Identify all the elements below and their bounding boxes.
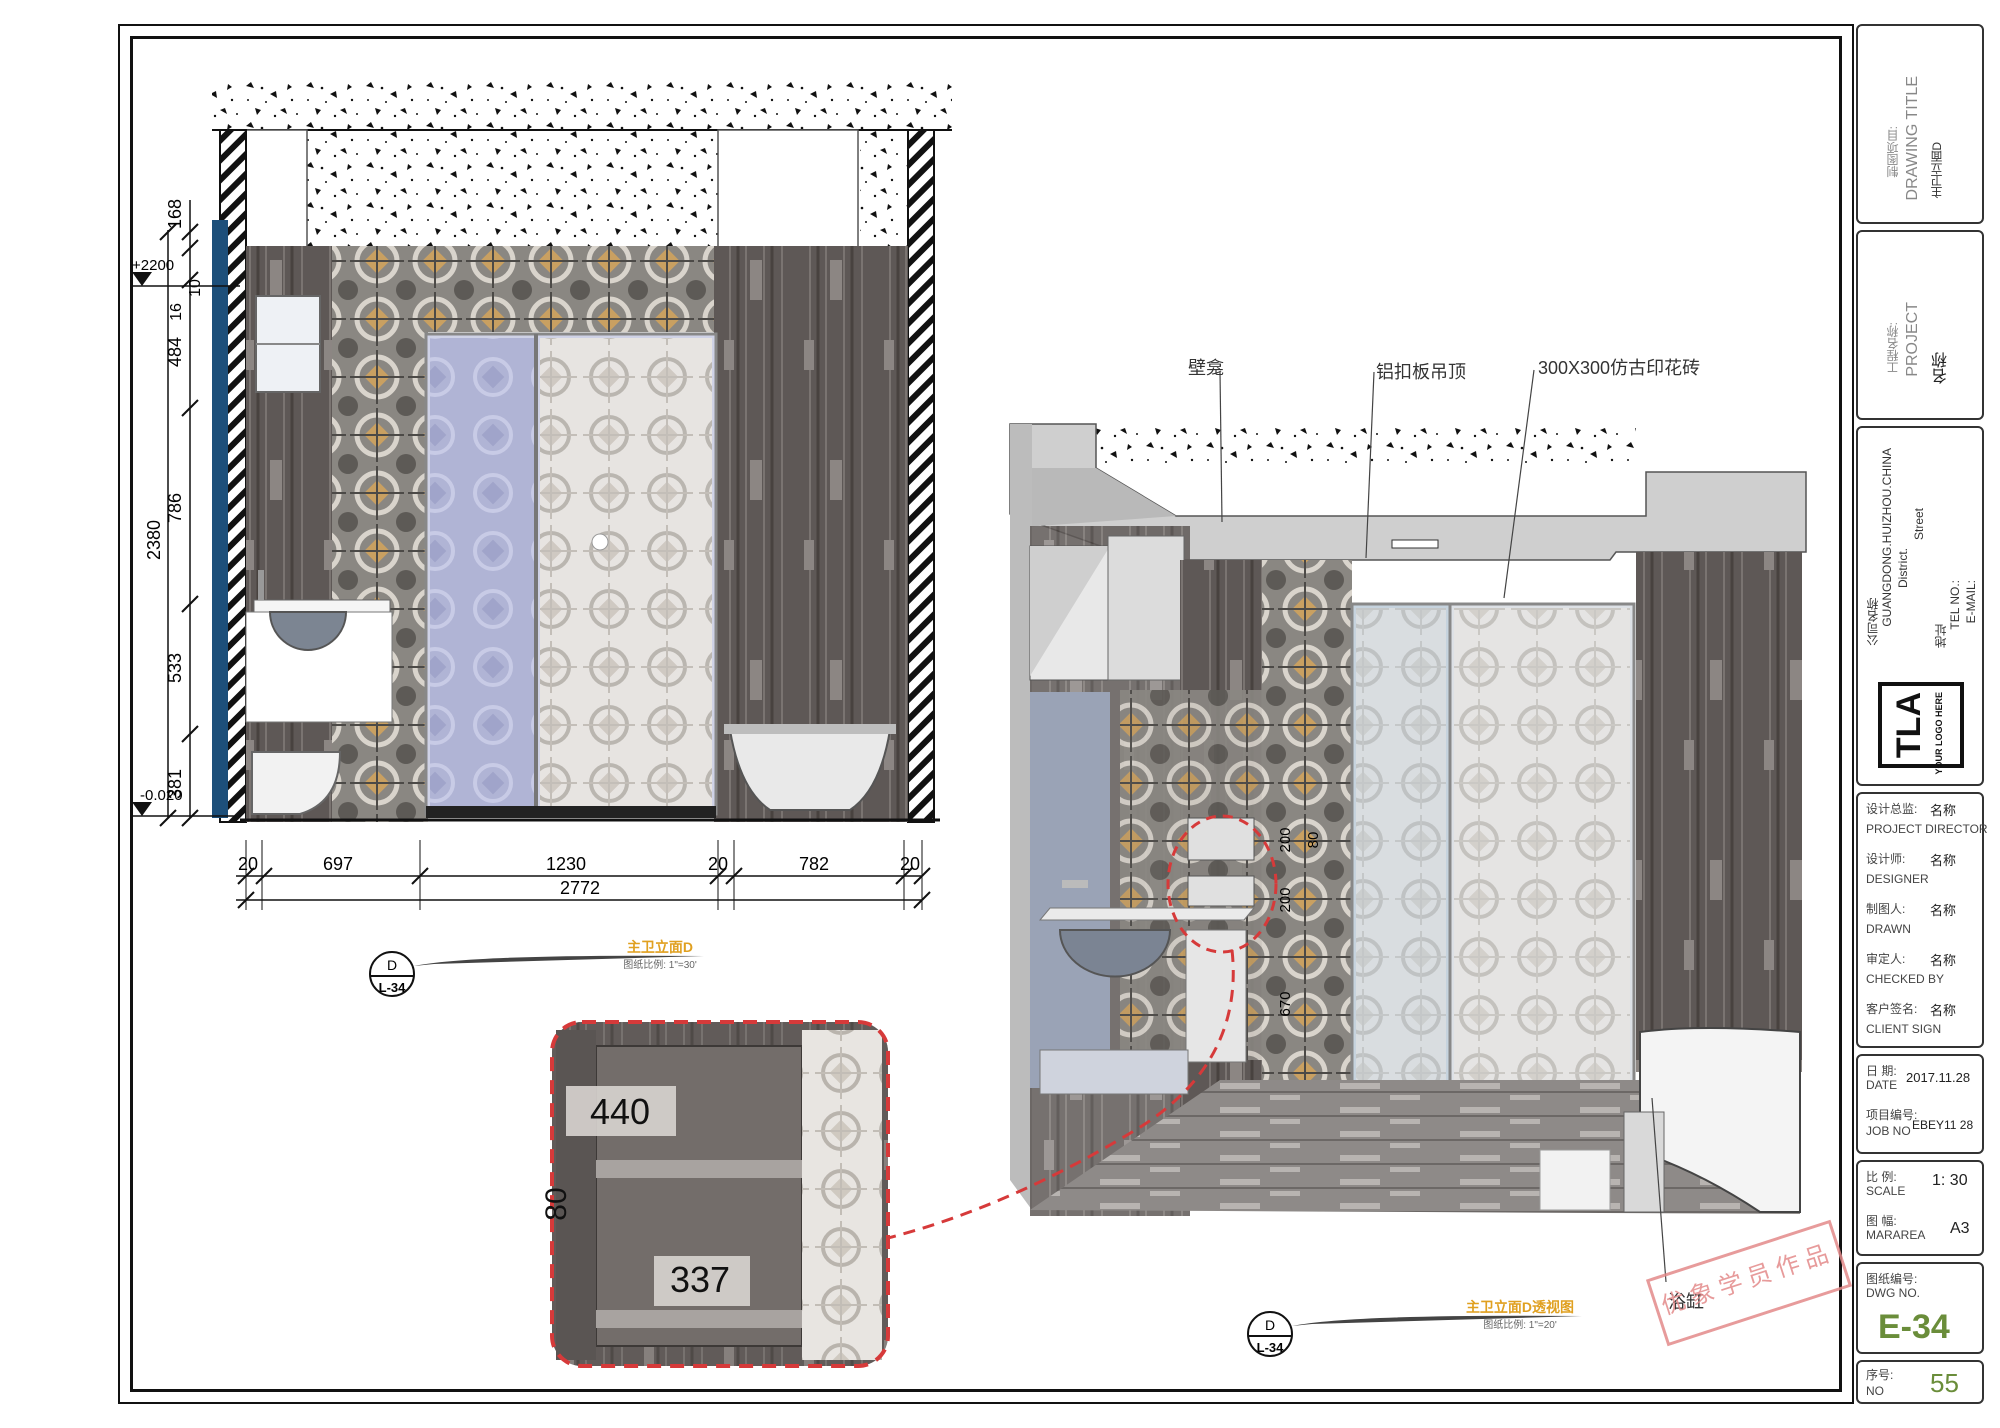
role-checked-cn: 审定人: (1866, 952, 1906, 966)
persp-dim-200a: 200 (1277, 827, 1294, 852)
dim-bottom-1230: 1230 (546, 854, 586, 874)
drawing-title-cell: 制图项目: DRAWING TITLE 主卫立面D (1856, 24, 1984, 224)
job-value: EBEY11 28 (1912, 1118, 1974, 1132)
scale-size-cell: 比 例: SCALE 1: 30 图 幅: MARAREA A3 (1856, 1160, 1984, 1256)
size-value: A3 (1950, 1220, 1970, 1237)
persp-scale: 图纸比例: 1"=20' (1483, 1318, 1557, 1331)
address: 地址 (1934, 624, 1948, 648)
company-location: GUANGDONG.HUIZHOU.CHINA (1880, 448, 1894, 627)
role-drawn-en: DRAWN (1866, 922, 1911, 936)
dim-left-16: 16 (168, 303, 185, 321)
drawing-border-inner (130, 36, 1842, 1392)
dim-left-10: 10 (187, 279, 204, 297)
drawing-canvas: 168 10 16 484 786 533 381 2380 +2200 -0.… (132, 80, 1807, 1368)
role-drawn-cn: 制图人: (1866, 902, 1906, 916)
role-designer-en: DESIGNER (1866, 872, 1929, 886)
project-value: 名称 (1933, 352, 1950, 384)
detail-dim-337: 337 (670, 1259, 730, 1300)
date-job-cell: 日 期: DATE 2017.11.28 项目编号: JOB NO EBEY11… (1856, 1054, 1984, 1154)
email: E-MAIL: (1964, 580, 1978, 624)
company-cell: 公司名称 GUANGDONG.HUIZHOU.CHINA District. S… (1856, 426, 1984, 786)
elevation-marker-sheet: L-34 (379, 980, 407, 995)
seq-value: 55 (1930, 1368, 1959, 1398)
dim-left-533: 533 (165, 653, 185, 683)
elevation-marker-letter: D (387, 957, 397, 973)
title-block: 制图项目: DRAWING TITLE 主卫立面D 工程名称: PROJECT … (1856, 24, 1988, 1404)
logo-text: TLA (1890, 692, 1928, 759)
role-director-value: 名称 (1930, 803, 1957, 818)
role-director-en: PROJECT DIRECTOR (1866, 822, 1988, 836)
job-en: JOB NO (1866, 1124, 1911, 1138)
role-client-en: CLIENT SIGN (1866, 1022, 1942, 1036)
date-en: DATE (1866, 1078, 1898, 1092)
seq-no-cell: 序号: NO 55 (1856, 1360, 1984, 1404)
drawing-title-en: DRAWING TITLE (1904, 76, 1921, 201)
role-client-cn: 客户签名: (1866, 1002, 1918, 1016)
dim-bottom-20c: 20 (900, 854, 920, 874)
persp-dim-200b: 200 (1277, 887, 1294, 912)
size-cn: 图 幅: (1866, 1214, 1897, 1228)
project-en: PROJECT (1904, 302, 1921, 377)
date-cn: 日 期: (1866, 1064, 1897, 1078)
dim-left-168: 168 (165, 199, 185, 229)
date-value: 2017.11.28 (1906, 1070, 1971, 1085)
role-drawn-value: 名称 (1930, 903, 1957, 918)
role-client-value: 名称 (1930, 1003, 1957, 1018)
scale-en: SCALE (1866, 1184, 1906, 1198)
drawing-border-outer (118, 24, 1854, 1404)
company-logo: TLA YOUR LOGO HERE (1878, 682, 1964, 775)
dim-height-2380: 2380 (144, 520, 164, 560)
label-ceiling: 铝扣板吊顶 (1376, 362, 1466, 382)
dwg-cn: 图纸编号: (1866, 1272, 1918, 1286)
dim-bottom-782: 782 (799, 854, 829, 874)
dim-left-381: 381 (165, 769, 185, 799)
persp-title: 主卫立面D透视图 (1466, 1299, 1574, 1315)
dwg-value: E-34 (1878, 1308, 1950, 1346)
role-designer-cn: 设计师: (1866, 852, 1906, 866)
dim-bottom-697: 697 (323, 854, 353, 874)
company-street: Street (1912, 508, 1926, 541)
dim-left-484: 484 (165, 337, 185, 367)
role-designer-value: 名称 (1930, 853, 1957, 868)
drawing-title-value: 主卫立面D (1930, 142, 1944, 199)
elevation-title: 主卫立面D (627, 939, 693, 955)
dwg-en: DWG NO. (1866, 1286, 1920, 1300)
dim-left-786: 786 (165, 493, 185, 523)
tel: TEL NO.: (1948, 580, 1962, 630)
detail-dim-440: 440 (590, 1091, 650, 1132)
label-tile: 300X300仿古印花砖 (1538, 358, 1700, 378)
label-bathtub: 浴缸 (1668, 1291, 1704, 1312)
persp-marker-sheet: L-34 (1257, 1340, 1285, 1355)
persp-dim-80: 80 (1305, 832, 1322, 849)
drawing-title-cn: 制图项目: (1886, 126, 1900, 178)
job-cn: 项目编号: (1866, 1108, 1918, 1122)
dim-total: 2772 (560, 878, 600, 898)
project-cn: 工程名称: (1886, 322, 1900, 374)
label-niche: 壁龛 (1188, 358, 1224, 378)
persp-marker-letter: D (1265, 1317, 1275, 1333)
level-top: +2200 (132, 257, 174, 274)
scale-value: 1: 30 (1932, 1172, 1968, 1189)
dim-bottom-20b: 20 (708, 854, 728, 874)
dim-bottom-20a: 20 (238, 854, 258, 874)
roles-cell: 设计总监: 名称 PROJECT DIRECTOR 设计师: 名称 DESIGN… (1856, 792, 1988, 1048)
company-name: 公司名称 (1866, 598, 1880, 646)
role-checked-en: CHECKED BY (1866, 972, 1945, 986)
project-cell: 工程名称: PROJECT 名称 (1856, 230, 1984, 420)
role-director-cn: 设计总监: (1866, 802, 1918, 816)
dwg-no-cell: 图纸编号: DWG NO. E-34 (1856, 1262, 1984, 1354)
company-district: District. (1896, 548, 1910, 588)
scale-cn: 比 例: (1866, 1170, 1897, 1184)
role-checked-value: 名称 (1930, 953, 1957, 968)
seq-en: NO (1866, 1384, 1884, 1398)
seq-cn: 序号: (1866, 1368, 1894, 1382)
detail-dim-80: 80 (540, 1187, 573, 1220)
logo-sub: YOUR LOGO HERE (1934, 692, 1944, 775)
persp-dim-670: 670 (1277, 991, 1294, 1016)
size-en: MARAREA (1866, 1228, 1926, 1242)
level-bottom: -0.020 (140, 787, 183, 804)
elevation-scale: 图纸比例: 1"=30' (623, 958, 697, 971)
